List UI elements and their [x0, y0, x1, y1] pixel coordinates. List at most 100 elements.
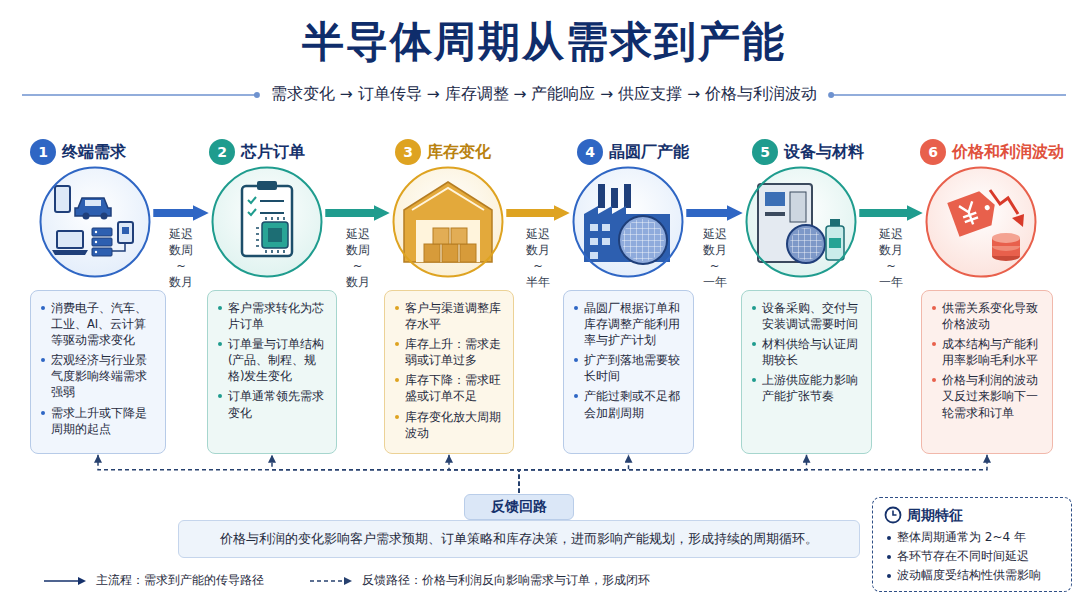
fab-icon [584, 184, 670, 264]
fab-icon-part [622, 219, 664, 261]
fab-icon-part [590, 224, 598, 231]
flow-arrow [686, 209, 728, 217]
icon-circle-fill-part [393, 167, 503, 277]
bullet-dot [41, 411, 45, 415]
fab-icon-part [598, 184, 605, 208]
devices-icon-part [95, 251, 97, 253]
stage-icon-circle: 芯片订单 [211, 166, 323, 278]
number-circle-part [209, 139, 235, 165]
equipment-icon-part [790, 192, 806, 222]
warehouse-icon-part [433, 228, 449, 244]
devices-icon-part [95, 241, 97, 243]
fab-icon-part [590, 252, 598, 259]
icon-circle-outline-part [927, 168, 1036, 277]
stage-icon-circle: 设备与材料 [745, 166, 857, 278]
delay-label: 延迟 数周~数月 [169, 226, 193, 290]
warehouse-icon [404, 182, 492, 262]
bullet-dot [932, 306, 936, 310]
step-number: 4 [577, 139, 603, 165]
delay-label: 延迟 数月~一年 [879, 226, 903, 290]
bullet-dot [887, 574, 891, 578]
devices-icon-part [83, 213, 90, 220]
icon-circle-outline-part [41, 168, 150, 277]
devices-icon [52, 186, 133, 256]
subtitle-rule-part [831, 94, 1066, 96]
clock-icon-part [893, 511, 897, 516]
bullet-text: 库存下降：需求旺盛或订单不足 [393, 372, 505, 404]
warehouse-icon-part [424, 244, 440, 262]
clock-icon-part [886, 508, 901, 523]
icon-circle-fill-part [746, 167, 856, 277]
bullet-dot [574, 394, 578, 398]
flow-arrow [153, 209, 194, 217]
price-icon-part [1012, 214, 1024, 227]
devices-icon-part [95, 231, 97, 233]
bullet-text: 库存上升：需求走弱或订单过多 [393, 336, 505, 368]
stage-description-box: 客户需求转化为芯片订单订单量与订单结构(产品、制程、规格)发生变化订单通常领先需… [207, 290, 337, 454]
bullet-dot [574, 306, 578, 310]
stage-heading: 晶圆厂产能 [609, 141, 689, 163]
subtitle-rule-part [22, 94, 257, 96]
bullet-dot [395, 342, 399, 346]
bullet-text: 消费电子、汽车、工业、AI、云计算等驱动需求变化 [39, 300, 157, 348]
icon-circle-outline-part [213, 168, 322, 277]
warehouse-icon-part [442, 244, 458, 262]
bullet-dot [41, 358, 45, 362]
icon-circle-fill-part [926, 167, 1036, 277]
order-icon-part [262, 222, 288, 248]
fab-icon-part [619, 216, 667, 264]
icon-circle-outline [925, 166, 1037, 278]
devices-icon-part [92, 238, 112, 246]
devices-icon-part [92, 228, 112, 236]
feedback-heading: 反馈回路 [464, 494, 574, 520]
legend-item: 主流程：需求到产能的传导路径 [42, 572, 264, 589]
fab-icon-part [624, 184, 631, 208]
order-icon-part [257, 181, 277, 190]
step-number: 5 [752, 139, 778, 165]
devices-icon-part [92, 248, 112, 256]
bullet-text: 订单通常领先需求变化 [216, 388, 328, 420]
bullet-dot [41, 306, 45, 310]
warehouse-icon-part [412, 188, 484, 210]
bullet-dot [218, 394, 222, 398]
icon-circle-outline [392, 166, 504, 278]
stage-description-box: 供需关系变化导致价格波动成本结构与产能利用率影响毛利水平价格与利润的波动又反过来… [921, 290, 1053, 454]
bullet-text: 成本结构与产能利用率影响毛利水平 [930, 336, 1044, 368]
legend-text: 反馈路径：价格与利润反向影响需求与订单，形成闭环 [362, 572, 650, 589]
bullet-dot [395, 415, 399, 419]
feedback-arrow [519, 455, 987, 493]
equipment-icon-part [826, 226, 844, 260]
bullet-dot [574, 358, 578, 362]
stage-heading: 库存变化 [427, 141, 491, 163]
bullet-text: 客户与渠道调整库存水平 [393, 300, 505, 332]
stage-heading: 价格和利润波动 [952, 141, 1064, 163]
callout-number: 6 [920, 139, 946, 165]
flow-arrow [325, 209, 375, 217]
feedback-arrow [272, 455, 519, 493]
legend-sample [308, 575, 354, 587]
bullet-text: 材料供给与认证周期较长 [750, 336, 863, 368]
fab-icon-part [584, 206, 670, 262]
legend-sample-part [78, 577, 86, 585]
devices-icon-part [85, 200, 101, 206]
equipment-icon-part [830, 219, 840, 226]
stage-description-box: 消费电子、汽车、工业、AI、云计算等驱动需求变化宏观经济与行业景气度影响终端需求… [30, 290, 166, 454]
icon-circle-outline-part [574, 168, 683, 277]
bullet-dot [752, 306, 756, 310]
cycle-feature-box: 周期特征整体周期通常为 2~4 年各环节存在不同时间延迟波动幅度受结构性供需影响 [872, 497, 1072, 592]
step-number: 1 [30, 139, 56, 165]
bullet-text: 上游供应能力影响产能扩张节奏 [750, 372, 863, 404]
legend-sample-part [44, 580, 80, 582]
fab-icon-part [611, 188, 618, 208]
bullet-text: 订单量与订单结构(产品、制程、规格)发生变化 [216, 336, 328, 384]
stage-description-box: 晶圆厂根据订单和库存调整产能利用率与扩产计划扩产到落地需要较长时间产能过剩或不足… [563, 290, 694, 454]
callout-number: 5 [752, 139, 778, 165]
fab-icon-part [602, 238, 610, 245]
delay-label: 延迟 数月~一年 [703, 226, 727, 290]
devices-icon-part [101, 213, 108, 220]
bullet-dot [932, 342, 936, 346]
step-number: 3 [395, 139, 421, 165]
icon-circle-outline [745, 166, 857, 278]
flow-arrow [506, 209, 555, 217]
